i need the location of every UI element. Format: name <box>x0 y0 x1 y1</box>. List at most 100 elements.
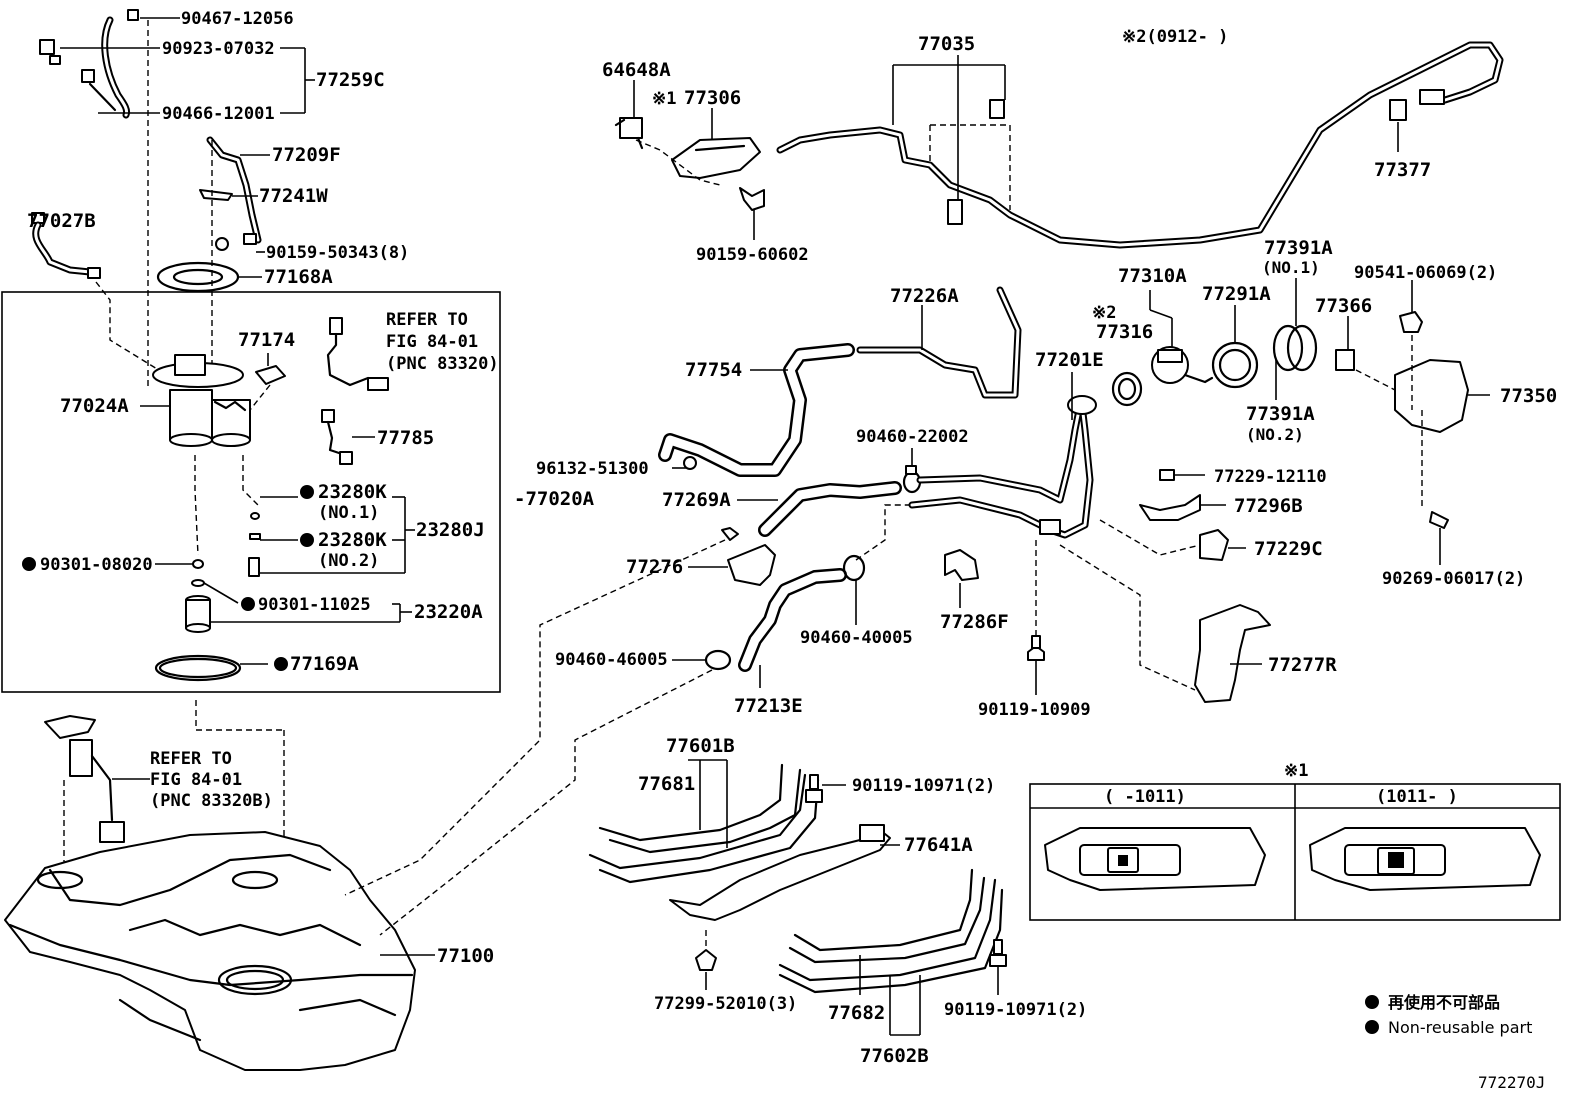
bolt-90159-60602-drawing <box>739 187 765 211</box>
label-77241W: 77241W <box>259 185 328 207</box>
label-77366: 77366 <box>1315 295 1372 317</box>
label-77602B: 77602B <box>860 1045 929 1067</box>
o-ring-90301-08020-drawing <box>192 559 204 569</box>
clip-77229C-drawing <box>1199 529 1229 561</box>
lid-opener-old-drawing <box>1044 827 1266 891</box>
retainer-ring-77168A-drawing <box>156 261 240 293</box>
label-77377: 77377 <box>1374 159 1431 181</box>
label-90119-10971-bottom: 90119-10971(2) <box>944 1000 1087 1020</box>
label-77754: 77754 <box>685 359 742 381</box>
tube-77209F-drawing <box>206 136 262 244</box>
o-ring-23280K-no1-drawing <box>250 512 260 520</box>
figure-code: 772270J <box>1478 1073 1545 1092</box>
gasket-77316-drawing <box>1111 371 1143 407</box>
label-77277R: 77277R <box>1268 654 1337 676</box>
label-77100: 77100 <box>437 945 494 967</box>
heat-shield-77641A-drawing <box>669 824 891 921</box>
nonreusable-mark-23280K-2 <box>300 533 314 547</box>
clip-96132-drawing <box>683 456 697 470</box>
nonreusable-mark-90301-11025 <box>241 597 255 611</box>
label-23280K-1: 23280K <box>318 481 387 503</box>
clip-77241W-drawing <box>199 189 233 201</box>
label-90119-10971-top: 90119-10971(2) <box>852 776 995 796</box>
label-note1-mark: ※1 <box>652 89 676 109</box>
label-90159-50343: 90159-50343(8) <box>266 243 409 263</box>
label-77391A-top-sub: (NO.1) <box>1262 258 1320 277</box>
pump-assembly-77024A-drawing <box>152 354 251 447</box>
inset-mark: ※1 <box>1284 761 1308 781</box>
clip-77174-drawing <box>255 365 286 385</box>
fuel-lid-77350-drawing <box>1394 359 1469 433</box>
label-77201E: 77201E <box>1035 349 1104 371</box>
label-77601B: 77601B <box>666 735 735 757</box>
label-77296B: 77296B <box>1234 495 1303 517</box>
nonreusable-mark-90301-08020 <box>22 557 36 571</box>
label-77299-52010: 77299-52010(3) <box>654 994 797 1014</box>
wire-77785-drawing <box>321 409 353 465</box>
lower-sender-gauge-drawing <box>44 715 125 843</box>
clip-77229-12110-drawing <box>1159 469 1175 481</box>
bracket-77296B-drawing <box>1139 494 1201 521</box>
legend-dot-jp <box>1365 995 1379 1009</box>
legend-en-text: Non-reusable part <box>1388 1018 1532 1037</box>
opener-64648A-drawing <box>614 117 644 150</box>
label-90460-22002: 90460-22002 <box>856 427 969 447</box>
label-77391A-top: 77391A <box>1264 237 1333 259</box>
legend-dot-en <box>1365 1020 1379 1034</box>
label-refer1-line1: REFER TO <box>386 310 468 330</box>
label-77286F: 77286F <box>940 611 1009 633</box>
label-77213E: 77213E <box>734 695 803 717</box>
label-77681: 77681 <box>638 773 695 795</box>
clamp-90460-40005-drawing <box>842 554 866 582</box>
filler-pipe-77201E-drawing <box>908 395 1097 539</box>
legend-jp-text: 再使用不可部品 <box>1388 993 1500 1012</box>
label-77291A: 77291A <box>1202 283 1271 305</box>
label-23280J: 23280J <box>416 519 485 541</box>
clip-77299-drawing <box>695 949 717 971</box>
protector-77277R-drawing <box>1194 604 1271 703</box>
label-77020A: -77020A <box>514 488 595 510</box>
label-refer2-line3: (PNC 83320B) <box>150 791 273 811</box>
label-77316: 77316 <box>1096 321 1153 343</box>
inset-col-right: (1011- ) <box>1376 787 1458 807</box>
label-23220A: 23220A <box>414 601 483 623</box>
sensor-77027B-drawing <box>31 212 101 279</box>
nonreusable-mark-77169A <box>274 657 288 671</box>
ring-77391A-drawing <box>1272 324 1318 372</box>
label-note2-range: ※2(0912- ) <box>1122 27 1228 47</box>
label-77035: 77035 <box>918 33 975 55</box>
protector-77276-drawing <box>727 544 776 586</box>
label-77310A: 77310A <box>1118 265 1187 287</box>
label-77391A-bot: 77391A <box>1246 403 1315 425</box>
label-23280K-2-sub: (NO.2) <box>318 551 379 571</box>
variant-inset <box>1029 783 1561 921</box>
label-23280K-1-sub: (NO.1) <box>318 503 379 523</box>
label-90541-06069: 90541-06069(2) <box>1354 263 1497 283</box>
cap-77310A-drawing <box>1151 346 1214 384</box>
hose-77269A-drawing <box>758 481 902 537</box>
fuel-tank-77100-drawing <box>4 831 416 1071</box>
label-77168A: 77168A <box>264 266 333 288</box>
label-77682: 77682 <box>828 1002 885 1024</box>
label-77229C: 77229C <box>1254 538 1323 560</box>
label-90466-12001: 90466-12001 <box>162 104 275 124</box>
label-77259C: 77259C <box>316 69 385 91</box>
label-90460-40005: 90460-40005 <box>800 628 913 648</box>
inset-col-left: ( -1011) <box>1104 787 1186 807</box>
label-77785: 77785 <box>377 427 434 449</box>
lid-opener-new-drawing <box>1309 827 1541 891</box>
clip-77366-drawing <box>1335 349 1355 371</box>
label-90119-10909: 90119-10909 <box>978 700 1091 720</box>
label-77641A: 77641A <box>904 834 973 856</box>
label-90301-08020: 90301-08020 <box>40 555 153 575</box>
label-77350: 77350 <box>1500 385 1557 407</box>
cable-77035-drawing <box>776 41 1504 249</box>
label-77226A: 77226A <box>890 285 959 307</box>
bracket-77286F-drawing <box>944 549 979 581</box>
hose-77754-drawing <box>658 343 855 477</box>
label-23280K-2: 23280K <box>318 529 387 551</box>
pump-23220A-drawing <box>185 579 211 633</box>
label-77306: 77306 <box>684 87 741 109</box>
